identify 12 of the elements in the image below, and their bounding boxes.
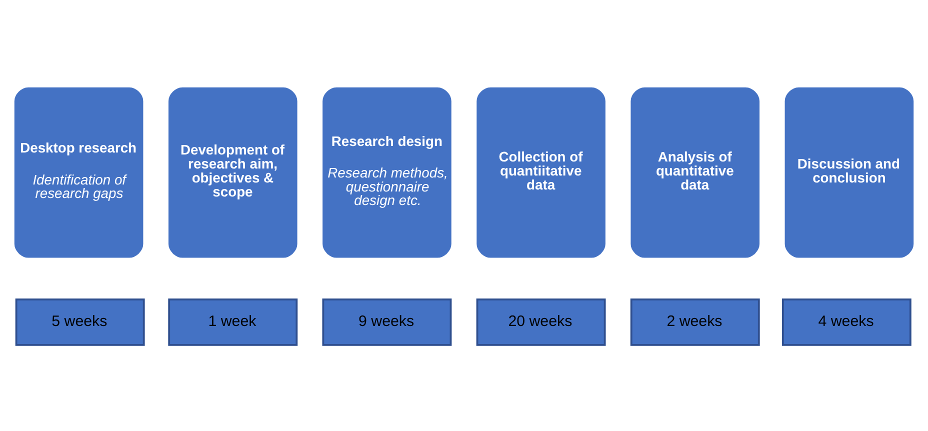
node-box: Desktop research Identification of research gaps bbox=[12, 84, 146, 260]
node-box: Collection of quantiitative data bbox=[474, 84, 608, 260]
node-box: 20 weeks bbox=[476, 298, 606, 346]
node-box: 9 weeks bbox=[322, 298, 452, 346]
node-box: 1 week bbox=[168, 298, 298, 346]
node-box: Discussion and conclusion bbox=[782, 84, 916, 260]
node-box: Analysis of quantitative data bbox=[628, 84, 762, 260]
node-box: Research design Research methods, questionnaire design etc. bbox=[320, 84, 454, 260]
node-box: Development of research aim, objectives & scope bbox=[166, 84, 300, 260]
node-box: 5 weeks bbox=[15, 298, 145, 346]
node-box: 4 weeks bbox=[782, 298, 912, 346]
node-box: 2 weeks bbox=[630, 298, 760, 346]
